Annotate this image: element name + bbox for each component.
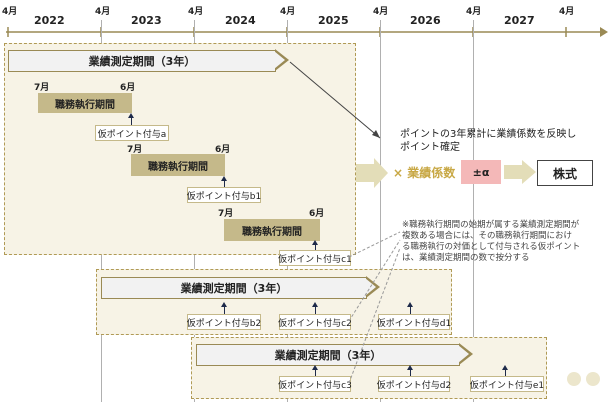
alpha-box: ±α — [461, 160, 501, 184]
year-label: 2026 — [410, 14, 441, 27]
decorative-dot — [586, 372, 600, 386]
provisional-grant-d2: 仮ポイント付与d2 — [377, 376, 451, 392]
year-label: 2025 — [318, 14, 349, 27]
provisional-grant-b1: 仮ポイント付与b1 — [187, 187, 261, 203]
flow-arrow-2 — [504, 160, 536, 184]
execution-start-month: 7月 — [34, 83, 50, 93]
flow-caption-line2: ポイント確定 — [400, 142, 460, 153]
provisional-grant-a: 仮ポイント付与a — [95, 125, 169, 141]
grant-arrow — [407, 302, 413, 314]
provisional-grant-d1: 仮ポイント付与d1 — [377, 314, 451, 330]
execution-period-label: 職務執行期間 — [148, 161, 208, 173]
provisional-grant-c2: 仮ポイント付与c2 — [278, 314, 352, 330]
execution-start-month: 7月 — [218, 209, 234, 219]
performance-period-arrow-2: 業績測定期間（3年） — [101, 277, 367, 299]
performance-period-label: 業績測定期間（3年） — [180, 282, 288, 295]
execution-period-3: 職務執行期間 — [224, 219, 320, 241]
grant-arrow — [128, 113, 134, 126]
year-divider — [380, 20, 381, 402]
year-label: 2027 — [504, 14, 535, 27]
execution-end-month: 6月 — [309, 209, 325, 219]
flow-caption: ポイントの3年累計に業績係数を反映し ポイント確定 — [400, 128, 576, 154]
month-label: 4月 — [280, 7, 296, 17]
performance-period-label: 業績測定期間（3年） — [274, 349, 382, 362]
provisional-grant-c1: 仮ポイント付与c1 — [278, 250, 352, 266]
arrow-head — [458, 345, 469, 363]
year-divider — [473, 20, 474, 402]
arrow-head — [274, 51, 285, 69]
month-label: 4月 — [466, 7, 482, 17]
grant-arrow — [312, 302, 318, 314]
month-label: 4月 — [2, 7, 18, 17]
month-label: 4月 — [95, 7, 111, 17]
stock-box: 株式 — [537, 160, 593, 186]
month-label: 4月 — [373, 7, 389, 17]
footnote-line: は、業績測定期間の数で按分する — [402, 253, 530, 263]
execution-start-month: 7月 — [127, 145, 143, 155]
month-label: 4月 — [559, 7, 575, 17]
grant-arrow — [312, 240, 318, 250]
footnote: ※職務執行期間の始期が属する業績測定期間が 複数ある場合には、その職務執行期間に… — [402, 220, 602, 264]
execution-period-label: 職務執行期間 — [242, 226, 302, 238]
execution-period-label: 職務執行期間 — [55, 99, 115, 111]
footnote-line: る職務執行の対価として付与される仮ポイント — [402, 242, 581, 252]
execution-end-month: 6月 — [120, 83, 136, 93]
performance-period-arrow-1: 業績測定期間（3年） — [8, 50, 276, 72]
decorative-dot — [567, 372, 581, 386]
flow-arrow-1 — [356, 158, 388, 188]
coefficient-label: × 業績係数 — [393, 166, 456, 180]
grant-arrow — [502, 365, 508, 376]
year-label: 2024 — [225, 14, 256, 27]
execution-end-month: 6月 — [215, 145, 231, 155]
grant-arrow — [221, 302, 227, 314]
execution-period-1: 職務執行期間 — [38, 93, 132, 113]
footnote-line: ※職務執行期間の始期が属する業績測定期間が — [402, 220, 580, 230]
timeline-header: 4月 4月 4月 4月 4月 4月 4月 2022 2023 2024 2025… — [0, 0, 608, 40]
footnote-line: 複数ある場合には、その職務執行期間におけ — [402, 231, 573, 241]
month-label: 4月 — [188, 7, 204, 17]
provisional-grant-e1: 仮ポイント付与e1 — [470, 376, 544, 392]
flow-caption-line1: ポイントの3年累計に業績係数を反映し — [400, 129, 577, 140]
grant-arrow — [221, 176, 227, 187]
provisional-grant-c3: 仮ポイント付与c3 — [278, 376, 352, 392]
provisional-grant-b2: 仮ポイント付与b2 — [187, 314, 261, 330]
performance-period-label: 業績測定期間（3年） — [88, 55, 196, 68]
year-label: 2023 — [131, 14, 162, 27]
grant-arrow — [407, 365, 413, 376]
grant-arrow — [312, 365, 318, 376]
year-label: 2022 — [34, 14, 65, 27]
execution-period-2: 職務執行期間 — [131, 154, 225, 176]
